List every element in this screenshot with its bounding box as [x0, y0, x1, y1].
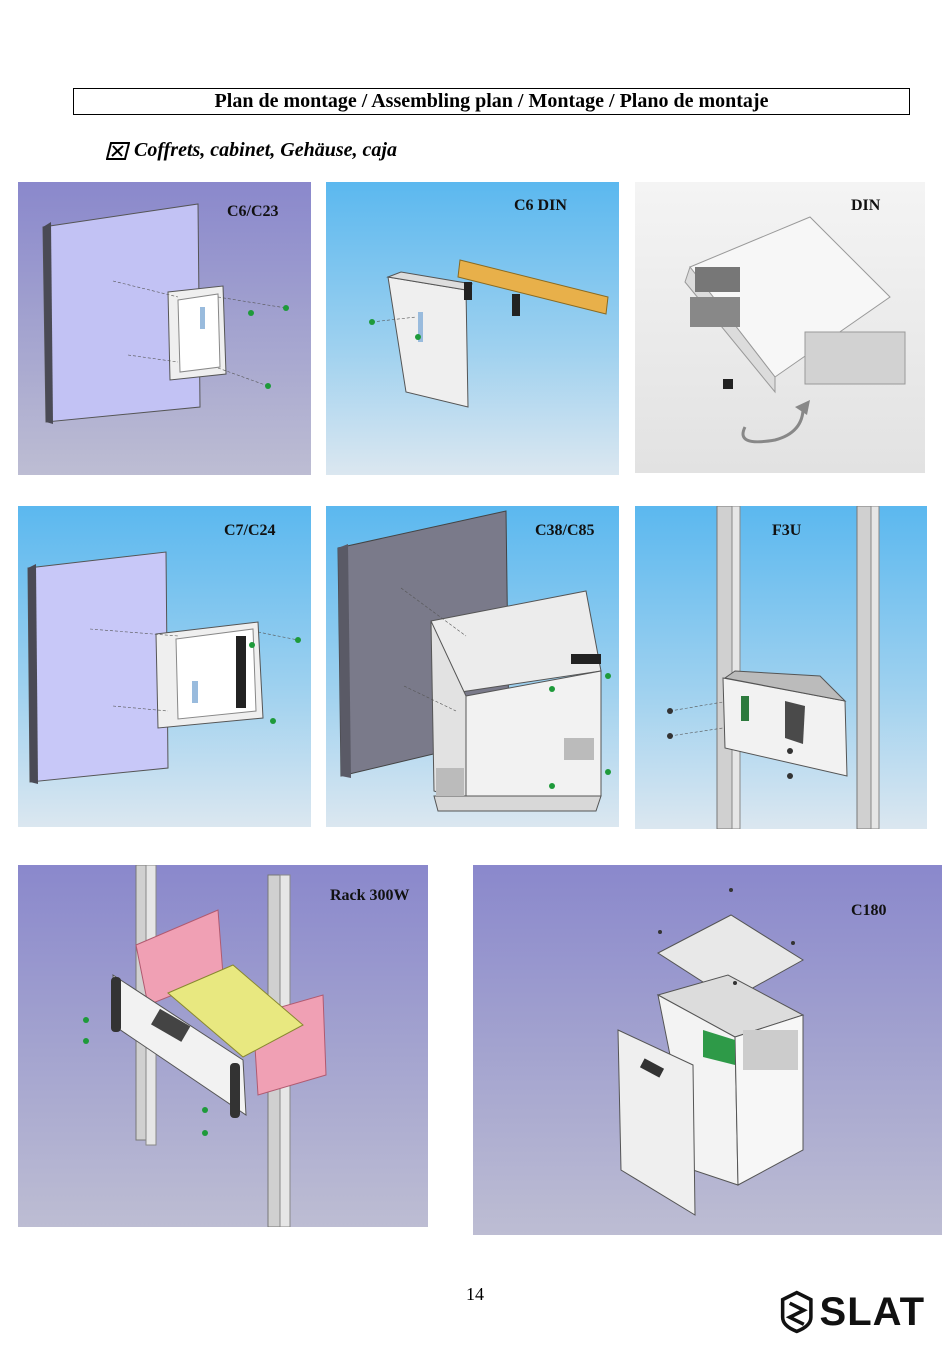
page-number: 14 [466, 1284, 484, 1304]
checked-box-icon [106, 141, 130, 160]
panel-label: C7/C24 [224, 522, 276, 539]
panel-label: C180 [851, 902, 887, 919]
panel-label: C6/C23 [227, 203, 279, 220]
panel-label: DIN [851, 197, 881, 214]
rack-unit-illustration [667, 506, 880, 829]
panel-din: DIN [635, 182, 925, 473]
panel-rack-300w: Rack 300W [18, 865, 428, 1227]
panel-f3u: F3U [635, 506, 927, 829]
panel-c7-c24: C7/C24 [18, 506, 311, 827]
wall-mount-large-cabinet-illustration [337, 510, 611, 812]
slat-shield-icon [780, 1290, 813, 1334]
panel-label: F3U [772, 522, 802, 539]
wall-mount-cabinet-illustration [27, 551, 301, 784]
din-module-illustration [684, 216, 906, 444]
panel-c6-din: C6 DIN [326, 182, 619, 475]
panel-label: C38/C85 [535, 522, 595, 539]
panel-c6-c23: C6/C23 [18, 182, 311, 475]
panel-label: C6 DIN [514, 197, 567, 214]
slat-logo: SLAT [780, 1286, 925, 1338]
section-subtitle: Coffrets, cabinet, Gehäuse, caja [106, 139, 397, 162]
panel-c180: C180 [473, 865, 942, 1235]
floor-cabinet-illustration [617, 888, 805, 1216]
page-title: Plan de montage / Assembling plan / Mont… [73, 88, 910, 115]
wall-mount-cabinet-illustration [42, 203, 289, 424]
subtitle-text: Coffrets, cabinet, Gehäuse, caja [134, 139, 397, 161]
din-rail-cabinet-illustration [369, 259, 609, 408]
panel-c38-c85: C38/C85 [326, 506, 619, 827]
logo-text: SLAT [819, 1289, 925, 1334]
rack-300w-illustration [83, 865, 327, 1227]
panel-label: Rack 300W [330, 887, 410, 904]
